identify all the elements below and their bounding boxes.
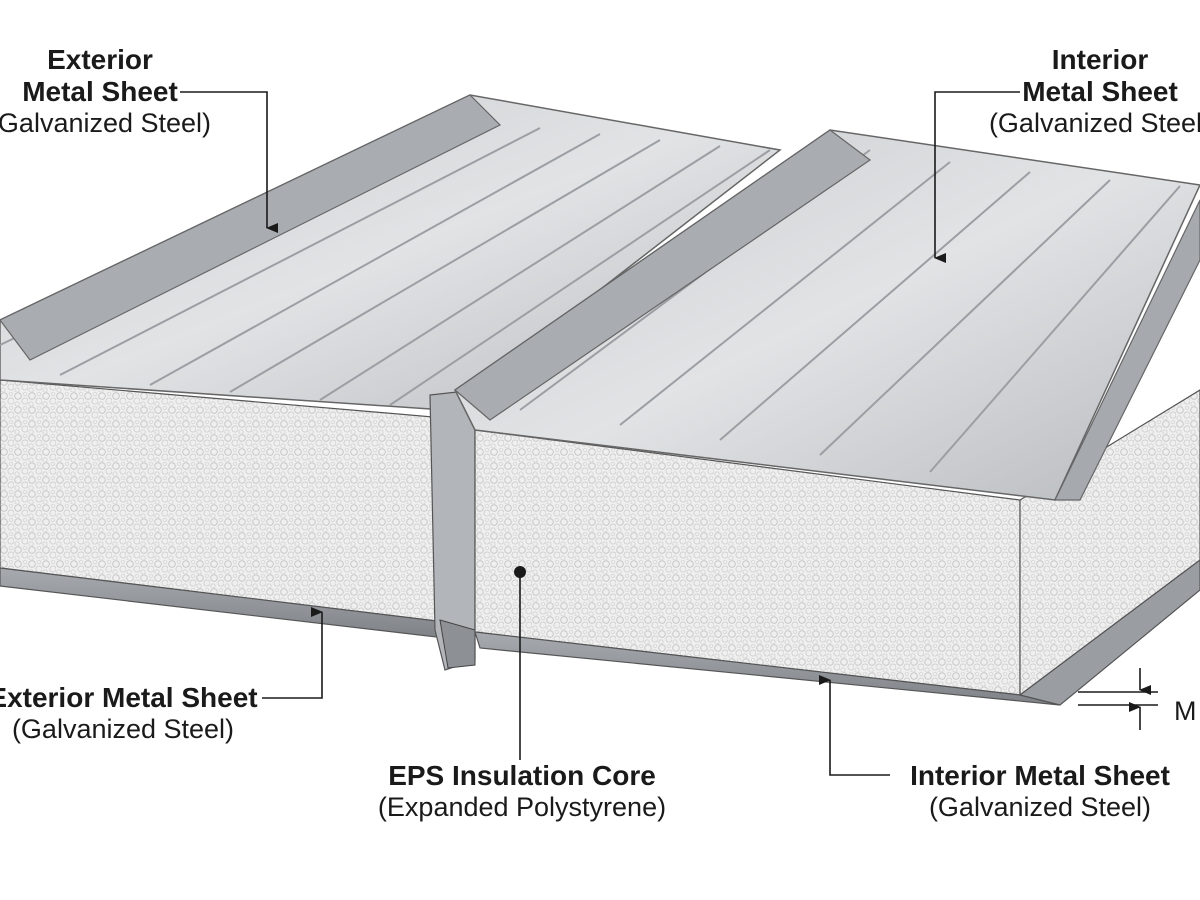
left-panel <box>0 94 782 639</box>
right-seam-rib <box>454 129 872 421</box>
right-edge-rib <box>1054 199 1200 501</box>
right-foam-side <box>1019 389 1200 697</box>
label-thickness-mark: M <box>1174 698 1197 725</box>
label-interior-top-line2: Metal Sheet <box>1022 76 1178 107</box>
leader-interior-bottom <box>819 675 890 776</box>
right-bottom-sheet-side <box>1018 559 1200 706</box>
label-exterior-top-line3: (Galvanized Steel) <box>0 108 212 138</box>
label-interior-top-line3: (Galvanized Steel) <box>988 108 1200 138</box>
leader-interior-top <box>934 91 1020 263</box>
leader-exterior-bottom <box>262 607 323 699</box>
eps-dot <box>514 566 526 578</box>
label-exterior-bottom-line1: Exterior Metal Sheet <box>0 682 258 713</box>
leader-exterior-top <box>180 91 278 233</box>
leader-lines <box>180 91 1158 776</box>
label-exterior-top-line2: Metal Sheet <box>22 76 178 107</box>
label-interior-top: Interior Metal Sheet (Galvanized Steel) <box>980 46 1200 137</box>
label-exterior-top: Exterior Metal Sheet (Galvanized Steel) <box>0 46 220 137</box>
right-panel <box>454 129 1200 706</box>
label-interior-bottom: Interior Metal Sheet (Galvanized Steel) <box>895 762 1185 821</box>
left-edge-rib <box>0 94 502 361</box>
label-eps-core: EPS Insulation Core (Expanded Polystyren… <box>352 762 692 821</box>
label-exterior-top-line1: Exterior <box>47 44 153 75</box>
label-thickness-mark-text: M <box>1174 696 1197 726</box>
label-exterior-bottom-line2: (Galvanized Steel) <box>11 714 235 744</box>
label-interior-top-line1: Interior <box>1051 44 1149 75</box>
panel-seam <box>429 389 476 671</box>
label-exterior-bottom: Exterior Metal Sheet (Galvanized Steel) <box>0 684 268 743</box>
label-interior-bottom-line2: (Galvanized Steel) <box>928 792 1152 822</box>
label-interior-bottom-line1: Interior Metal Sheet <box>910 760 1170 791</box>
label-eps-core-line2: (Expanded Polystyrene) <box>377 792 667 822</box>
label-eps-core-line1: EPS Insulation Core <box>388 760 656 791</box>
